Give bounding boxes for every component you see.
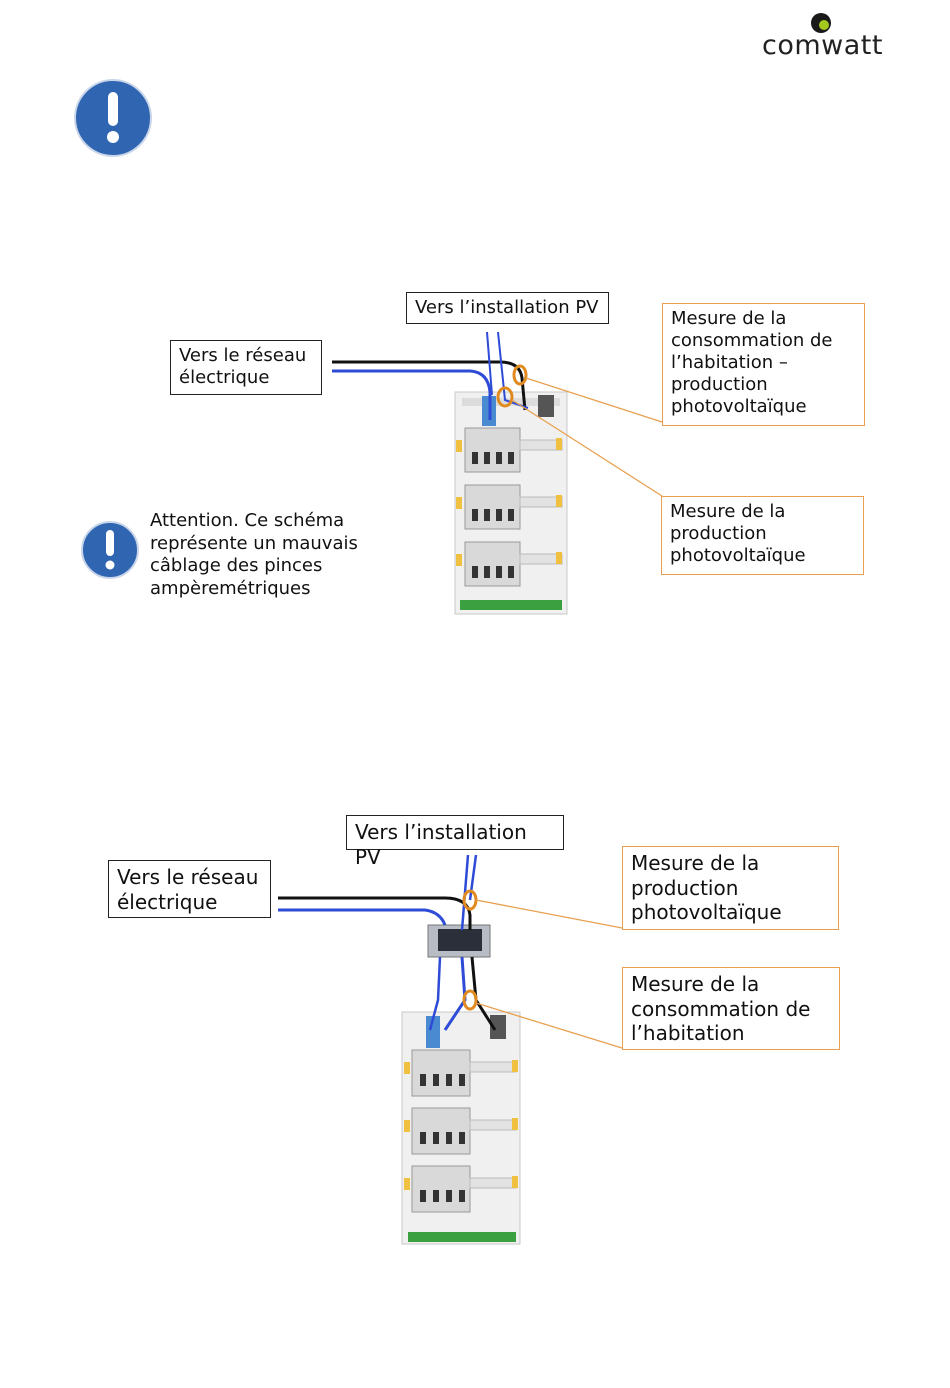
to-pv-label-2: Vers l’installation PV <box>346 815 564 869</box>
electrical-panel-1 <box>454 391 568 615</box>
warning-icon <box>74 79 152 157</box>
to-pv-label-1: Vers l’installation PV <box>406 292 609 324</box>
measure-consumption-label-1: Mesure de la consommation de l’habitatio… <box>662 303 865 426</box>
to-grid-label-2: Vers le réseau électrique <box>108 860 271 918</box>
to-grid-label-1: Vers le réseau électrique <box>170 340 322 395</box>
comwatt-logo <box>762 12 882 62</box>
logo-mark-icon <box>811 13 831 33</box>
logo-text: comwatt <box>762 30 883 61</box>
measure-consumption-label-2: Mesure de la consommation de l’habitatio… <box>622 967 840 1050</box>
measure-production-label-1: Mesure de la production photovoltaïque <box>661 496 864 575</box>
meter-module <box>427 924 491 958</box>
warning-icon <box>81 521 139 579</box>
wrong-wiring-warning: Attention. Ce schéma représente un mauva… <box>150 510 358 599</box>
electrical-panel-2 <box>401 1011 521 1245</box>
measure-production-label-2: Mesure de la production photovoltaïque <box>622 846 839 930</box>
